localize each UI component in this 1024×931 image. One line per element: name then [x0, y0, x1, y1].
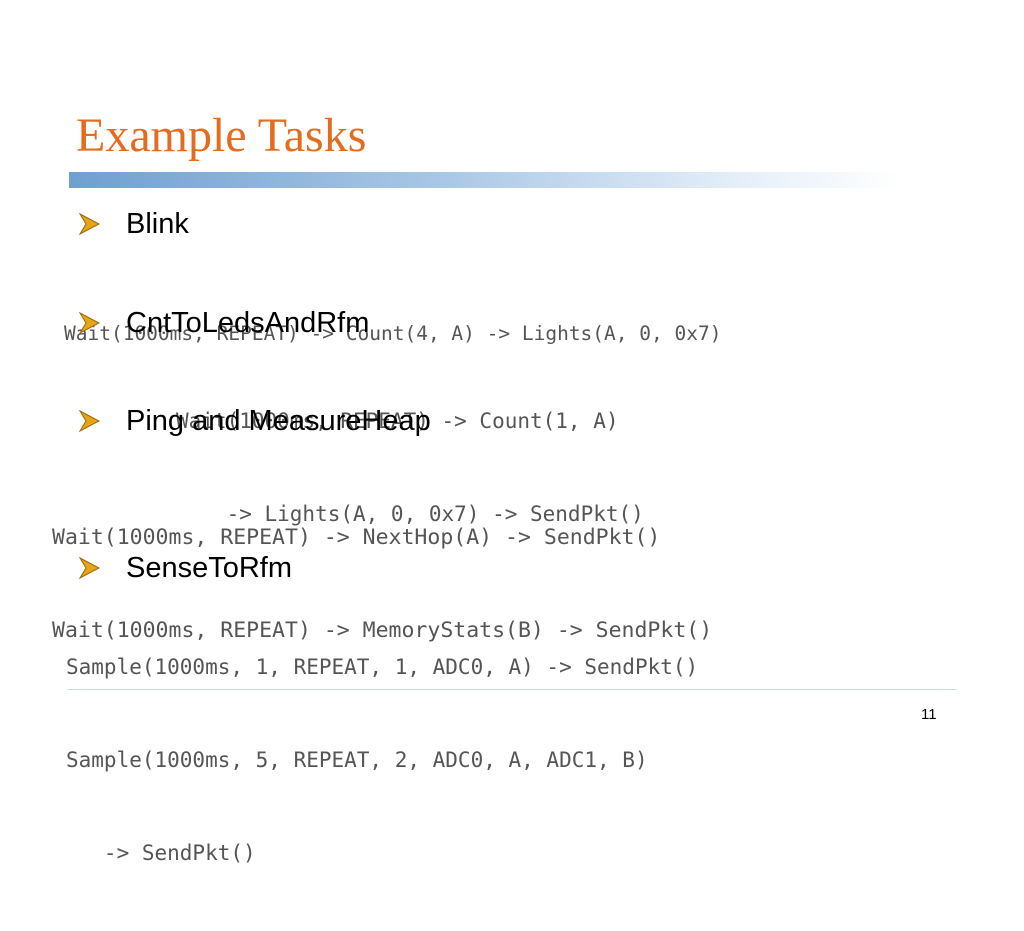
bullet-sensetorfm: SenseToRfm [78, 551, 293, 584]
code-line: Wait(1000ms, REPEAT) -> Count(1, A) [176, 409, 619, 433]
code-line: Wait(1000ms, REPEAT) -> NextHop(A) -> Se… [52, 525, 661, 550]
arrowhead-bullet-icon [78, 557, 100, 579]
bullet-ping-and-measureheap: Ping and MeasureHeap [78, 404, 431, 437]
code-line: Wait(1000ms, REPEAT) -> Count(4, A) -> L… [64, 322, 722, 345]
slide-title: Example Tasks [76, 109, 367, 162]
bullet-label: Ping and MeasureHeap [126, 404, 431, 437]
code-line: -> Lights(A, 0, 0x7) -> SendPkt() [176, 502, 644, 526]
bullet-cnttoledsandrfm: CntToLedsAndRfm [78, 306, 370, 339]
code-line: Wait(1000ms, REPEAT) -> MemoryStats(B) -… [52, 618, 713, 643]
code-block-cnttoledsandrfm: Wait(1000ms, REPEAT) -> Count(1, A) -> L… [176, 344, 644, 592]
title-underline-bar [69, 172, 901, 188]
code-line: Sample(1000ms, 5, REPEAT, 2, ADC0, A, AD… [66, 748, 648, 772]
arrowhead-bullet-icon [78, 410, 100, 432]
arrowhead-bullet-icon [78, 312, 100, 334]
code-block-ping-and-measureheap: Wait(1000ms, REPEAT) -> NextHop(A) -> Se… [52, 460, 712, 708]
bullet-label: Blink [126, 207, 189, 240]
footer-divider [68, 689, 956, 690]
bullet-label: CntToLedsAndRfm [126, 306, 370, 339]
code-line: -> SendPkt() [66, 841, 256, 865]
code-block-sensetorfm: Sample(1000ms, 1, REPEAT, 1, ADC0, A) ->… [66, 590, 698, 931]
code-block-blink: Wait(1000ms, REPEAT) -> Count(4, A) -> L… [64, 256, 721, 411]
page-number: 11 [921, 706, 937, 723]
bullet-blink: Blink [78, 207, 189, 240]
code-line: Sample(1000ms, 1, REPEAT, 1, ADC0, A) ->… [66, 655, 699, 679]
bullet-label: SenseToRfm [126, 551, 293, 584]
arrowhead-bullet-icon [78, 213, 100, 235]
